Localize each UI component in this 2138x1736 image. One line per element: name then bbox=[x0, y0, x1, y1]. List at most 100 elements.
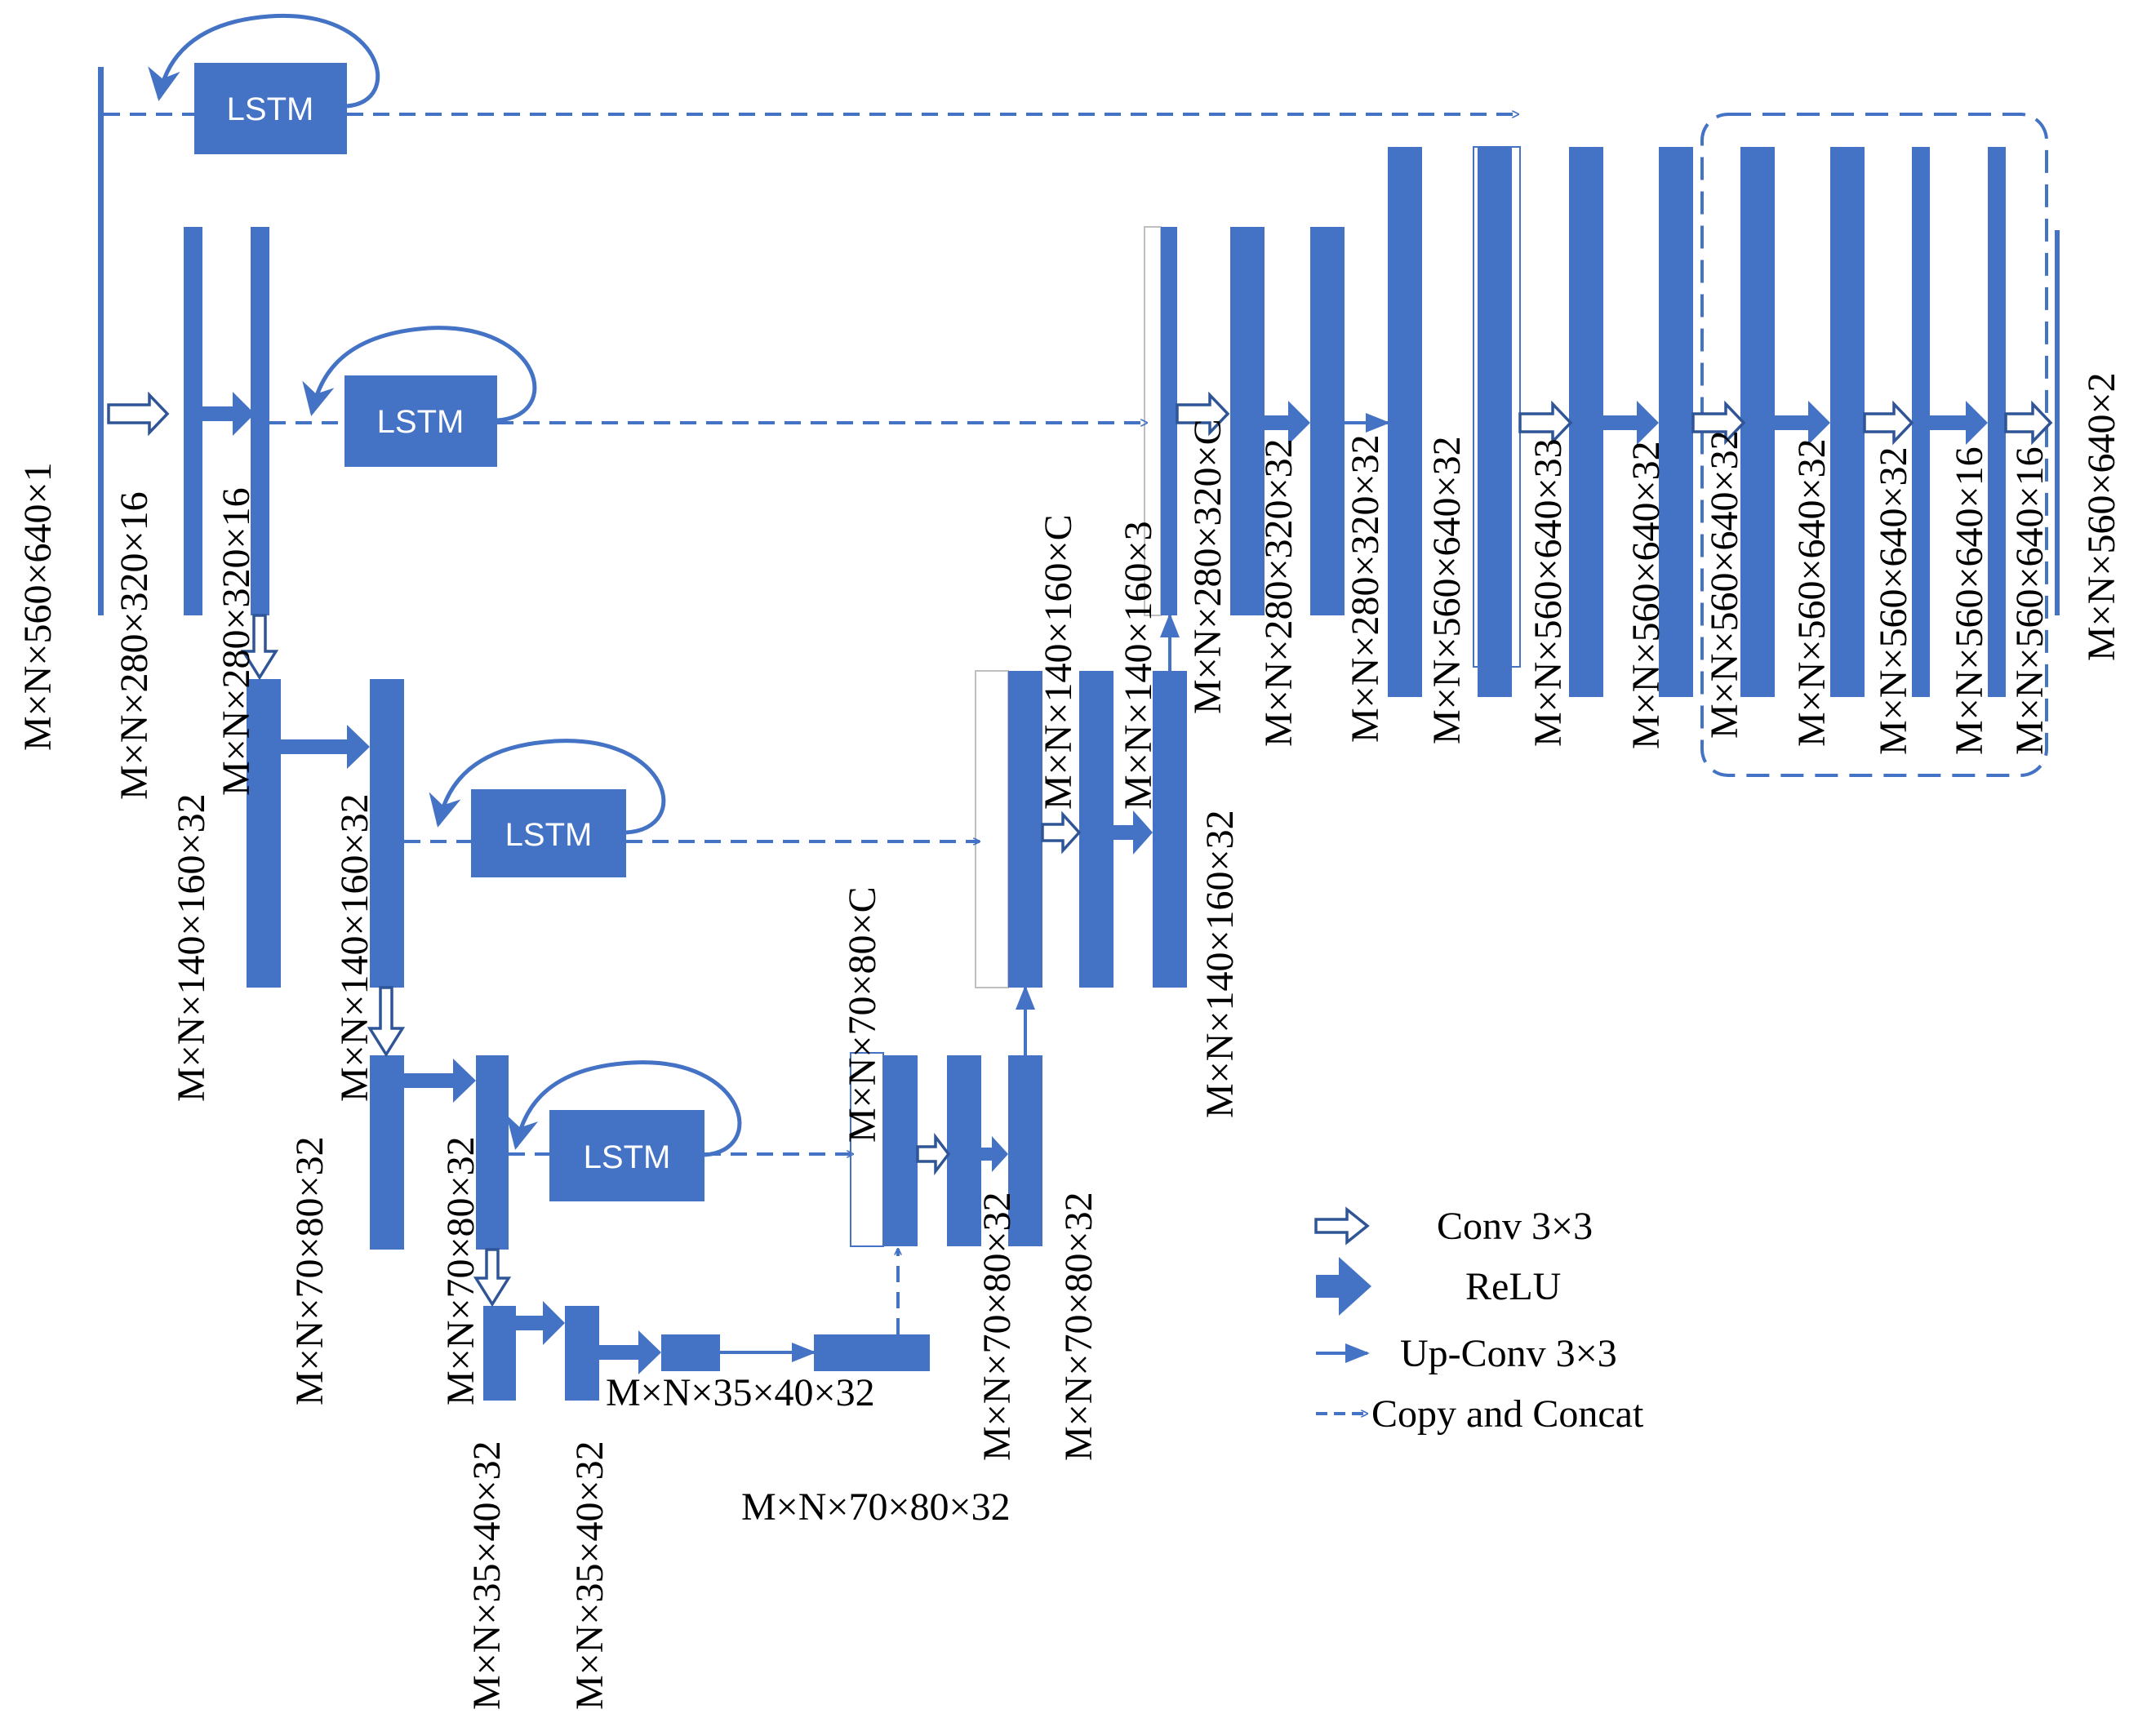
dec1-block-b bbox=[1230, 227, 1265, 615]
conv-arrow bbox=[1176, 391, 1230, 437]
label-f2: M×N×560×640×32 bbox=[1790, 438, 1834, 747]
label-f5: M×N×560×640×16 bbox=[2008, 446, 2051, 755]
enc2-block-b bbox=[370, 679, 404, 988]
relu-arrow bbox=[981, 1136, 1008, 1172]
relu-arrow bbox=[281, 725, 370, 769]
label-e3a: M×N×70×80×32 bbox=[288, 1136, 331, 1405]
relu-arrow bbox=[1265, 401, 1310, 445]
dimension-labels: M×N×560×640×1 M×N×280×320×16 M×N×280×320… bbox=[16, 372, 2123, 1710]
dec0-block-a bbox=[1388, 147, 1422, 697]
conv-arrow bbox=[473, 1248, 512, 1308]
dec3-block-c bbox=[1008, 1055, 1042, 1246]
label-d1cat: M×N×280×320×C bbox=[1186, 419, 1229, 714]
enc3-block-b bbox=[476, 1055, 509, 1250]
label-d1b: M×N×280×320×32 bbox=[1344, 434, 1387, 743]
label-f3: M×N×560×640×32 bbox=[1872, 446, 1915, 755]
dec2-concat-outline bbox=[975, 670, 1009, 988]
dec1-block-c bbox=[1310, 227, 1345, 615]
label-e2a: M×N×140×160×32 bbox=[170, 793, 213, 1102]
lstm-loop-arrows bbox=[148, 13, 742, 1157]
label-up4: M×N×70×80×32 bbox=[741, 1485, 1011, 1529]
dec2-block-c bbox=[1153, 671, 1187, 988]
conv-arrow bbox=[2004, 400, 2053, 446]
relu-arrow bbox=[599, 1330, 661, 1374]
legend-relu-label: ReLU bbox=[1465, 1265, 1561, 1308]
lstm-loop-1 bbox=[148, 13, 380, 109]
label-e4a: M×N×35×40×32 bbox=[465, 1441, 509, 1710]
label-output: M×N×560×640×2 bbox=[2080, 372, 2123, 661]
legend: Conv 3×3 ReLU Up-Conv 3×3 Copy and Conca… bbox=[1314, 1205, 1644, 1436]
enc4-block-a bbox=[483, 1306, 516, 1401]
relu-arrow bbox=[202, 392, 255, 436]
legend-conv-icon bbox=[1314, 1206, 1370, 1245]
label-bn: M×N×35×40×32 bbox=[606, 1371, 875, 1414]
label-d1a: M×N×280×320×32 bbox=[1257, 438, 1300, 747]
lstm-label: LSTM bbox=[377, 404, 464, 440]
conv-arrow bbox=[107, 391, 170, 437]
lstm-box-3 bbox=[471, 789, 626, 877]
dec1-block-a bbox=[1161, 227, 1177, 615]
relu-arrow bbox=[404, 1059, 476, 1103]
output-block bbox=[2055, 230, 2060, 615]
label-d0b: M×N×560×640×32 bbox=[1625, 441, 1668, 749]
dec0-block-c bbox=[1569, 147, 1603, 697]
label-f1: M×N×560×640×32 bbox=[1703, 430, 1746, 739]
final-block-3 bbox=[1912, 147, 1930, 697]
bottleneck-block bbox=[661, 1334, 720, 1371]
dec2-block-b bbox=[1079, 671, 1113, 988]
legend-relu-icon bbox=[1316, 1257, 1371, 1316]
lstm-label: LSTM bbox=[584, 1139, 671, 1175]
dec3-block-b bbox=[947, 1055, 981, 1246]
conv-arrow bbox=[240, 614, 279, 681]
label-input: M×N×560×640×1 bbox=[16, 462, 60, 751]
lstm-modules: LSTM LSTM LSTM LSTM bbox=[194, 63, 705, 1201]
conv-arrow bbox=[916, 1132, 951, 1176]
label-d3b: M×N×70×80×32 bbox=[1057, 1192, 1100, 1461]
final-head-group-outline bbox=[1700, 113, 2048, 777]
legend-conv-label: Conv 3×3 bbox=[1437, 1205, 1593, 1248]
enc1-block-a bbox=[184, 227, 202, 615]
label-d0cat: M×N×560×640×33 bbox=[1527, 438, 1570, 747]
lstm-box-2 bbox=[344, 375, 497, 467]
upconv-arrows bbox=[720, 413, 1390, 1362]
label-e1b: M×N×280×320×16 bbox=[215, 487, 258, 796]
conv-arrow bbox=[1691, 400, 1746, 446]
dec0-block-d bbox=[1659, 147, 1693, 697]
dec0-block-b bbox=[1478, 147, 1512, 697]
label-d3a: M×N×70×80×32 bbox=[976, 1192, 1019, 1461]
final-block-1 bbox=[1740, 147, 1775, 697]
lstm-box-4 bbox=[549, 1110, 705, 1201]
relu-arrow bbox=[1113, 810, 1153, 855]
label-d2cat: M×N×140×160×C bbox=[1037, 514, 1080, 810]
relu-arrow bbox=[1930, 401, 1988, 445]
conv-arrows bbox=[107, 391, 2053, 1308]
final-block-4 bbox=[1988, 147, 2006, 697]
lstm-box-1 bbox=[194, 63, 347, 154]
lstm-label: LSTM bbox=[505, 817, 593, 853]
conv-arrow bbox=[1863, 400, 1914, 446]
label-e4b: M×N×35×40×32 bbox=[568, 1441, 611, 1710]
dec2-block-a bbox=[1008, 671, 1042, 988]
label-e1a: M×N×280×320×16 bbox=[113, 491, 156, 800]
enc4-block-b bbox=[565, 1306, 599, 1401]
label-d2b: M×N×140×160×32 bbox=[1198, 810, 1242, 1118]
enc1-block-b bbox=[251, 227, 269, 615]
lstm-loop-3 bbox=[429, 739, 666, 835]
skip-connections bbox=[104, 114, 1518, 1334]
final-block-2 bbox=[1830, 147, 1865, 697]
lstm-label: LSTM bbox=[227, 91, 314, 127]
lstm-loop-2 bbox=[302, 326, 537, 423]
feature-map-blocks bbox=[98, 67, 2060, 1401]
relu-arrows bbox=[202, 392, 1988, 1374]
dec3-block-a bbox=[883, 1055, 918, 1246]
enc3-block-a bbox=[370, 1055, 404, 1250]
legend-copy-label: Copy and Concat bbox=[1371, 1392, 1644, 1436]
label-f4: M×N×560×640×16 bbox=[1948, 446, 1991, 755]
enc2-block-a bbox=[247, 679, 281, 988]
label-e3b: M×N×70×80×32 bbox=[439, 1136, 482, 1405]
upsample-block bbox=[814, 1334, 930, 1371]
label-e2b: M×N×140×160×32 bbox=[333, 793, 376, 1102]
lstm-loop-4 bbox=[506, 1060, 742, 1157]
label-d0a: M×N×560×640×32 bbox=[1425, 436, 1469, 744]
